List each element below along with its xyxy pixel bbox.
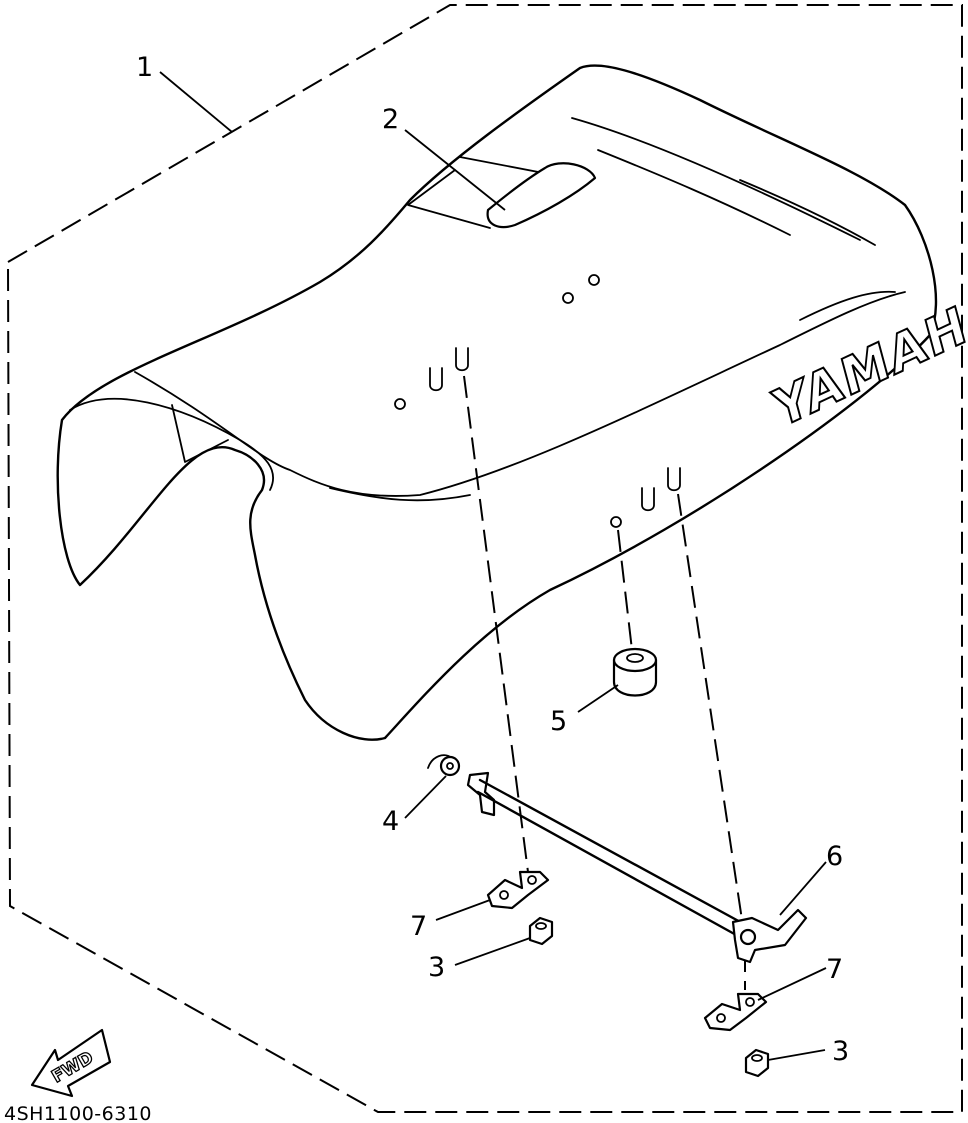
callout-3-upper: 3	[428, 952, 445, 983]
callout-5: 5	[550, 706, 567, 737]
lock-rod	[466, 771, 808, 964]
seat-top-line-2	[597, 149, 791, 236]
callout-7-upper: 7	[410, 911, 427, 942]
fwd-arrow: FWD	[30, 1028, 112, 1098]
alignment-lines	[463, 375, 746, 990]
seat-mount-holes	[394, 274, 681, 528]
callout-leaders	[159, 71, 827, 1061]
spring	[427, 754, 461, 777]
callout-7-lower: 7	[826, 954, 843, 985]
seat: YAMAHA	[56, 64, 968, 741]
seat-outline	[56, 64, 938, 741]
callout-2: 2	[382, 104, 399, 135]
seat-seam	[329, 487, 471, 502]
seat-fold-line	[134, 291, 906, 497]
callout-1: 1	[136, 52, 153, 83]
seat-brand-logo: YAMAHA	[767, 276, 968, 440]
seat-top-line-3	[739, 179, 876, 246]
callout-4: 4	[382, 806, 399, 837]
seat-top-line-4	[799, 290, 896, 321]
bracket-upper	[486, 870, 550, 910]
callout-6: 6	[826, 841, 843, 872]
part-code: 4SH1100-6310	[4, 1103, 152, 1123]
nut-upper	[528, 916, 554, 946]
bracket-lower	[703, 992, 768, 1032]
seat-nose-rim	[69, 397, 275, 491]
seat-flange	[171, 404, 229, 463]
seat-strap	[407, 156, 597, 229]
callout-3-lower: 3	[832, 1036, 849, 1067]
nut-lower	[744, 1048, 770, 1078]
damper	[612, 647, 658, 697]
assembly-boundary	[6, 4, 963, 1113]
seat-top-line-1	[571, 117, 861, 241]
